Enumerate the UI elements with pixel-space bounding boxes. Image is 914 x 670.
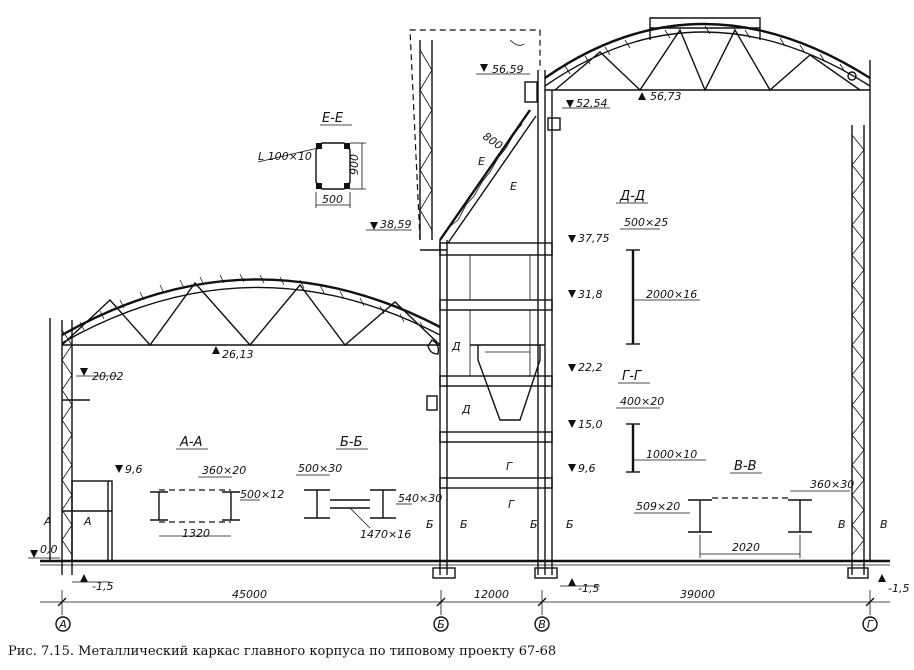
ee-dim-900: 900 <box>348 154 361 175</box>
vv-dim-2020: 2020 <box>732 541 760 554</box>
ee-mark-2: Е <box>510 180 517 193</box>
axis-v: В <box>538 618 546 631</box>
elev-9-6-left: 9,6 <box>125 463 143 476</box>
section-gg-title: Г-Г <box>622 369 643 384</box>
section-bb-title: Б-Б <box>340 435 363 450</box>
right-span <box>544 17 871 579</box>
elev-m1-5-left: -1,5 <box>92 580 113 593</box>
vv-mark-1: В <box>838 518 846 531</box>
elev-26-13: 26,13 <box>222 348 254 361</box>
bb-web: 1470×16 <box>360 528 411 541</box>
left-arch-purlins <box>79 273 425 331</box>
section-ee: Е-Е L 100×10 900 500 Е Е 800 <box>257 111 517 208</box>
dim-45000: 45000 <box>232 588 267 601</box>
axis-g: Г <box>867 618 874 631</box>
dimension-line: 45000 12000 39000 А Б В Г <box>40 588 890 632</box>
elev-22-2: 22,2 <box>578 361 603 374</box>
ee-mark-1: Е <box>478 155 485 168</box>
ee-profile: L 100×10 <box>258 150 312 163</box>
vv-flange-right: 360×30 <box>810 478 854 491</box>
gg-web: 1000×10 <box>646 448 697 461</box>
elev-37-75: 37,75 <box>578 232 610 245</box>
section-gg: Г-Г 400×20 1000×10 Г Г <box>506 369 706 511</box>
dd-flange: 500×25 <box>624 216 668 229</box>
elev-0: 0,0 <box>40 543 58 556</box>
aa-mark-2: А <box>83 515 92 528</box>
elev-56-59: 56,59 <box>492 63 524 76</box>
dim-39000: 39000 <box>680 588 715 601</box>
vv-mark-2: В <box>880 518 888 531</box>
left-span <box>49 273 441 575</box>
axis-a: А <box>58 618 67 631</box>
section-dd: Д-Д 500×25 2000×16 Д Д <box>451 189 700 416</box>
dim-12000: 12000 <box>474 588 509 601</box>
figure-caption: Рис. 7.15. Металлический каркас главного… <box>8 644 557 659</box>
elev-56-73: 56,73 <box>650 90 682 103</box>
right-arch-purlins <box>564 25 846 75</box>
aa-flange: 360×20 <box>202 464 246 477</box>
section-vv: В-В 360×30 509×20 2020 В В <box>634 459 888 558</box>
aa-web: 500×12 <box>240 488 284 501</box>
bb-plate: 540×30 <box>398 492 442 505</box>
central-bay <box>420 70 558 579</box>
bb-flange: 500×30 <box>298 462 342 475</box>
vv-flange-left: 509×20 <box>636 500 680 513</box>
aa-dim-1320: 1320 <box>182 527 210 540</box>
elev-38-59: 38,59 <box>380 218 412 231</box>
section-bb: Б-Б 500×30 540×30 1470×16 Б Б Б Б <box>296 435 574 541</box>
steel-frame-drawing: 0,0 -1,5 9,6 20,02 26,13 38,59 37,75 31,… <box>28 17 909 632</box>
section-dd-title: Д-Д <box>619 189 645 204</box>
bb-mark-4: Б <box>566 518 574 531</box>
section-aa-title: А-А <box>179 435 202 450</box>
bb-mark-2: Б <box>460 518 468 531</box>
dd-mark-2: Д <box>461 403 471 416</box>
section-ee-title: Е-Е <box>322 111 344 126</box>
section-aa: А-А 360×20 500×12 1320 А А <box>43 435 284 540</box>
elev-20-02: 20,02 <box>92 370 124 383</box>
elev-m1-5-mid: -1,5 <box>578 582 599 595</box>
elev-15-0: 15,0 <box>578 418 603 431</box>
elev-52-54: 52,54 <box>576 97 608 110</box>
bb-mark-1: Б <box>426 518 434 531</box>
gg-mark-2: Г <box>508 498 515 511</box>
bb-mark-3: Б <box>530 518 538 531</box>
dashed-tower <box>409 29 541 244</box>
dd-web: 2000×16 <box>646 288 697 301</box>
aa-mark-1: А <box>43 515 52 528</box>
ee-dim-500: 500 <box>322 193 343 206</box>
elev-31-8: 31,8 <box>578 288 603 301</box>
elevation-markers: 0,0 -1,5 9,6 20,02 26,13 38,59 37,75 31,… <box>28 63 909 595</box>
dd-mark-1: Д <box>451 340 461 353</box>
elev-m1-5-right: -1,5 <box>888 582 909 595</box>
gg-flange: 400×20 <box>620 395 664 408</box>
elev-9-6-mid: 9,6 <box>578 462 596 475</box>
gg-mark-1: Г <box>506 460 513 473</box>
dim-800: 800 <box>480 130 505 153</box>
section-vv-title: В-В <box>734 459 757 474</box>
axis-b: Б <box>437 618 445 631</box>
